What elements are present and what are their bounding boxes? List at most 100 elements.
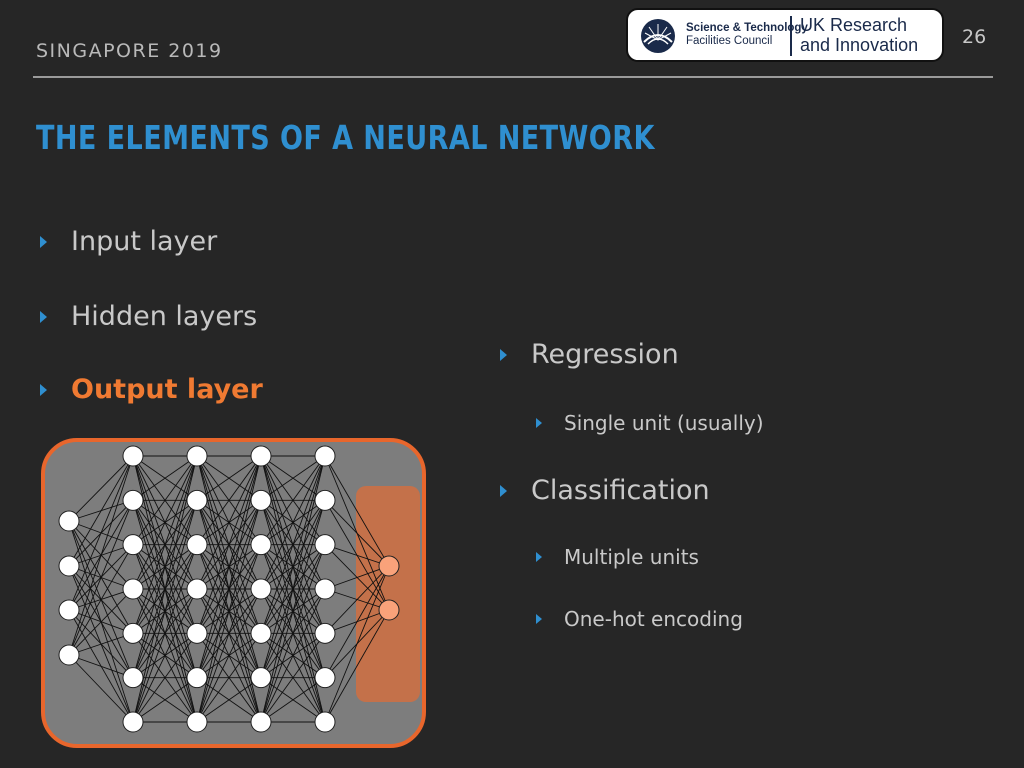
connection-line	[196, 633, 262, 723]
bullet-arrow-icon	[536, 614, 542, 624]
stfc-logo-text: Science & Technology Facilities Council	[686, 22, 808, 48]
ukri-name-line1: UK Research	[800, 15, 908, 35]
connection-line	[68, 654, 134, 679]
connection-line	[68, 588, 134, 656]
connection-line	[196, 455, 262, 634]
header-divider	[33, 76, 993, 78]
bullet-arrow-icon	[40, 310, 47, 323]
connection-line	[324, 565, 390, 634]
hidden-node	[186, 534, 208, 556]
connection-line	[196, 455, 262, 501]
sub-bullet-one-hot: One-hot encoding	[536, 607, 743, 631]
hidden-node	[250, 489, 272, 511]
partner-logo: Science & Technology Facilities Council …	[626, 8, 944, 62]
connection-line	[132, 455, 198, 590]
bullet-arrow-icon	[536, 552, 542, 562]
connection-line	[132, 455, 198, 723]
hidden-node	[122, 622, 144, 644]
bullet-text-highlight: Output layer	[71, 374, 263, 405]
connection-line	[132, 588, 198, 723]
output-node	[378, 555, 400, 577]
connection-line	[324, 565, 390, 723]
output-node	[378, 599, 400, 621]
connection-line	[260, 455, 326, 634]
connection-line	[196, 677, 262, 723]
hidden-node	[122, 578, 144, 600]
connection-line	[324, 565, 390, 678]
connection-line	[196, 588, 262, 723]
connection-line	[324, 500, 390, 567]
connection-line	[260, 455, 326, 590]
connection-line	[132, 455, 198, 678]
connection-line	[132, 455, 198, 501]
connection-line	[260, 500, 326, 723]
hidden-node	[122, 534, 144, 556]
stfc-name-line1: Science & Technology	[686, 22, 808, 34]
hidden-node	[250, 711, 272, 733]
input-node	[58, 555, 80, 577]
hidden-node	[186, 667, 208, 689]
connection-line	[132, 544, 198, 723]
connection-line	[260, 677, 326, 723]
page-number: 26	[962, 26, 987, 48]
logo-divider	[790, 16, 792, 56]
input-node	[58, 644, 80, 666]
connection-line	[132, 677, 198, 723]
ukri-logo-text: UK Research and Innovation	[800, 15, 918, 55]
bullet-output-layer: Output layer	[40, 374, 263, 405]
hidden-node	[186, 711, 208, 733]
connection-line	[324, 609, 390, 723]
hidden-node	[186, 489, 208, 511]
connection-line	[260, 633, 326, 723]
sub-bullet-single-unit: Single unit (usually)	[536, 411, 764, 435]
hidden-node	[122, 711, 144, 733]
connection-line	[324, 544, 390, 567]
connection-line	[68, 455, 134, 522]
connection-line	[132, 633, 198, 723]
hidden-node	[314, 622, 336, 644]
hidden-node	[314, 489, 336, 511]
hidden-node	[122, 489, 144, 511]
sub-bullet-multiple-units: Multiple units	[536, 545, 699, 569]
hidden-node	[122, 667, 144, 689]
hidden-node	[250, 578, 272, 600]
connection-line	[68, 455, 134, 611]
connection-line	[260, 544, 326, 723]
connection-line	[324, 455, 390, 567]
connection-line	[196, 500, 262, 723]
bullet-arrow-icon	[536, 418, 542, 428]
hidden-node	[122, 445, 144, 467]
input-node	[58, 510, 80, 532]
hidden-node	[186, 445, 208, 467]
connection-line	[196, 455, 262, 545]
connection-line	[260, 455, 326, 678]
hidden-node	[250, 622, 272, 644]
connection-line	[196, 455, 262, 590]
network-connections	[68, 455, 390, 723]
bullet-hidden-layers: Hidden layers	[40, 301, 257, 332]
connection-line	[68, 544, 134, 656]
connection-line	[196, 455, 262, 678]
bullet-arrow-icon	[40, 383, 47, 396]
bullet-text: Classification	[531, 475, 710, 506]
bullet-arrow-icon	[500, 348, 507, 361]
hidden-node	[250, 667, 272, 689]
input-node	[58, 599, 80, 621]
connection-line	[132, 455, 198, 545]
connection-line	[260, 455, 326, 501]
connection-line	[196, 544, 262, 723]
connection-line	[132, 500, 198, 723]
connection-line	[68, 654, 134, 723]
connection-line	[68, 455, 134, 656]
connection-line	[260, 455, 326, 545]
bullet-arrow-icon	[40, 235, 47, 248]
connection-line	[260, 455, 326, 723]
hidden-node	[186, 622, 208, 644]
connection-line	[260, 588, 326, 723]
sub-bullet-text: One-hot encoding	[564, 607, 743, 631]
hidden-node	[314, 711, 336, 733]
network-nodes	[58, 445, 400, 733]
hidden-node	[314, 667, 336, 689]
bullet-text: Regression	[531, 339, 679, 370]
